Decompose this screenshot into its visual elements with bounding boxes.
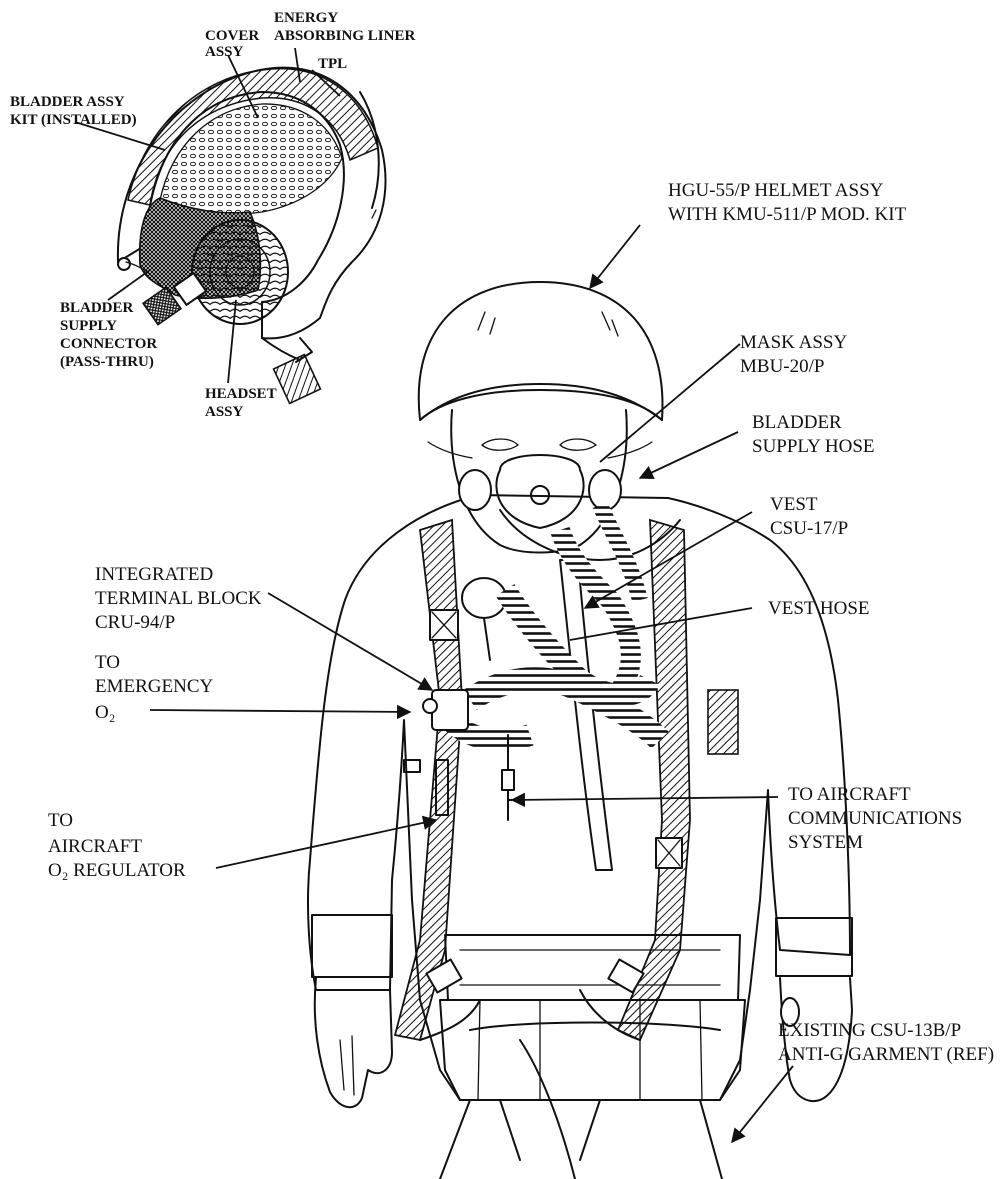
right-cuff — [776, 918, 852, 976]
left-cuff — [312, 915, 392, 977]
label-energy-liner: ENERGY ABSORBING LINER — [274, 10, 415, 44]
label-emergency-o2: TO EMERGENCY O₂ — [95, 652, 217, 723]
center-strap — [520, 1040, 575, 1179]
label-bladder-kit: BLADDER ASSY KIT (INSTALLED) — [10, 94, 137, 128]
label-cover-assy: COVER ASSY — [205, 28, 263, 60]
trousers — [440, 1100, 722, 1179]
helmet-cutaway-detail — [118, 68, 386, 404]
label-terminal-block: INTEGRATED TERMINAL BLOCK CRU-94/P — [95, 564, 266, 633]
label-vest: VEST CSU-17/P — [770, 494, 848, 539]
sleeve-patch — [708, 690, 738, 754]
terminal-block — [432, 690, 468, 730]
label-anti-g: EXISTING CSU-13B/P ANTI-G GARMENT (REF) — [778, 1020, 994, 1065]
leg-strap-chain — [420, 990, 640, 1040]
oxygen-mask — [496, 455, 583, 528]
left-mask-valve — [459, 470, 491, 510]
harness — [395, 520, 690, 1179]
label-vest-hose: VEST HOSE — [768, 598, 870, 619]
right-eye — [560, 439, 596, 450]
label-bladder-hose: BLADDER SUPPLY HOSE — [752, 412, 875, 457]
left-eye — [482, 439, 518, 450]
label-regulator: TO AIRCRAFT O₂ REGULATOR — [48, 810, 186, 881]
label-headset: HEADSET ASSY — [205, 386, 280, 420]
label-bladder-connector: BLADDER SUPPLY CONNECTOR (PASS-THRU) — [60, 300, 161, 370]
label-aircraft-comm: TO AIRCRAFT COMMUNICATIONS SYSTEM — [788, 784, 967, 853]
label-tpl: TPL — [318, 56, 347, 72]
label-helmet: HGU-55/P HELMET ASSY WITH KMU-511/P MOD.… — [668, 180, 907, 225]
head-and-helmet — [419, 282, 663, 553]
front-rim-knob — [118, 258, 130, 270]
abdominal-bladder — [445, 935, 740, 1000]
headset-earcup — [192, 220, 288, 324]
anti-g-garment-panel — [440, 1000, 745, 1100]
label-mask: MASK ASSY MBU-20/P — [740, 332, 851, 377]
right-harness-strap — [618, 520, 690, 1040]
